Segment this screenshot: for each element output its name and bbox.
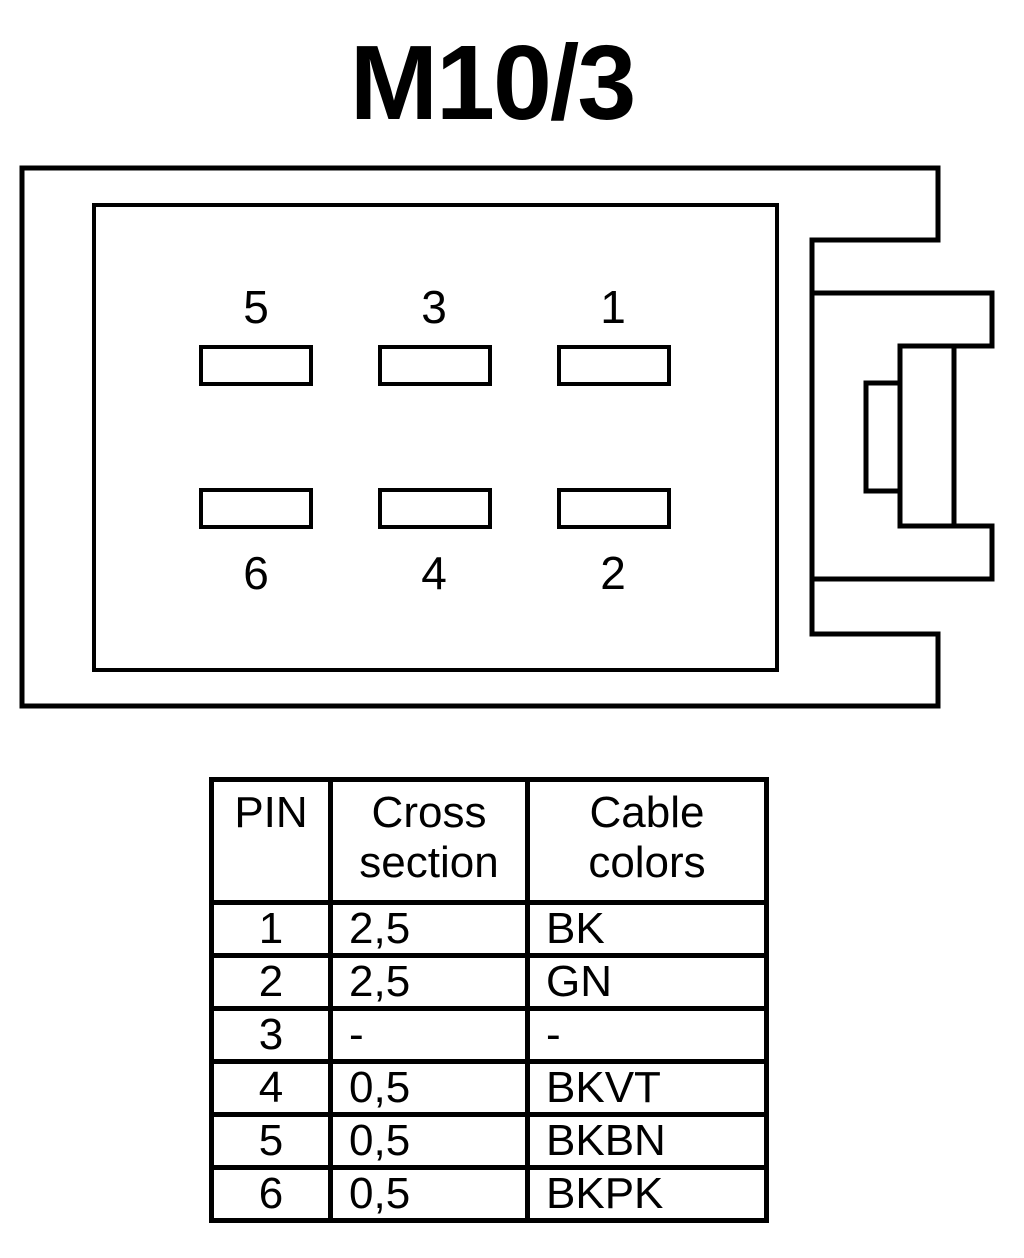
cell-cross-section: 0,5 [328,1059,530,1117]
contact-2 [557,488,671,529]
pin-assignment-table: PIN Cross section Cable colors 1 2,5 BK … [209,777,769,1223]
cell-pin: 1 [209,900,333,958]
contact-3 [378,345,492,386]
cell-pin: 6 [209,1165,333,1223]
header-cable-colors-line2: colors [588,838,706,887]
cell-pin: 4 [209,1059,333,1117]
cell-pin: 5 [209,1112,333,1170]
cell-pin: 3 [209,1006,333,1064]
header-cross-section: Cross section [328,777,530,905]
cell-cross-section: 0,5 [328,1165,530,1223]
connector-diagram: 5 3 1 6 4 2 [19,165,995,709]
contact-5 [199,345,313,386]
cell-cable-color: GN [525,953,769,1011]
connector-contact-area [92,203,779,672]
header-cable-colors-line1: Cable [589,788,705,837]
table-row: 3 - - [209,1006,769,1064]
header-pin-label: PIN [234,788,308,837]
header-cable-colors: Cable colors [525,777,769,905]
pin-label-3: 3 [421,281,447,333]
header-cross-section-line1: Cross [371,788,487,837]
cell-cable-color: BK [525,900,769,958]
cell-cross-section: 0,5 [328,1112,530,1170]
table-row: 5 0,5 BKBN [209,1112,769,1170]
connector-housing-outline [19,165,941,709]
table-row: 6 0,5 BKPK [209,1165,769,1223]
pin-label-2: 2 [600,547,626,599]
contact-4 [378,488,492,529]
cell-cross-section: 2,5 [328,900,530,958]
cell-cross-section: 2,5 [328,953,530,1011]
pin-label-1: 1 [600,281,626,333]
cell-cable-color: BKBN [525,1112,769,1170]
cell-cable-color: - [525,1006,769,1064]
header-cross-section-line2: section [359,838,499,887]
pin-label-5: 5 [243,281,269,333]
contact-1 [557,345,671,386]
table-header-row: PIN Cross section Cable colors [209,777,769,905]
table-row: 1 2,5 BK [209,900,769,958]
table-row: 2 2,5 GN [209,953,769,1011]
connector-latch-notch [863,380,903,494]
cell-cable-color: BKVT [525,1059,769,1117]
table-row: 4 0,5 BKVT [209,1059,769,1117]
cell-cross-section: - [328,1006,530,1064]
pin-label-4: 4 [421,547,447,599]
cell-pin: 2 [209,953,333,1011]
cell-cable-color: BKPK [525,1165,769,1223]
contact-6 [199,488,313,529]
connector-title: M10/3 [349,24,637,142]
header-pin: PIN [209,777,333,905]
pin-label-6: 6 [243,547,269,599]
